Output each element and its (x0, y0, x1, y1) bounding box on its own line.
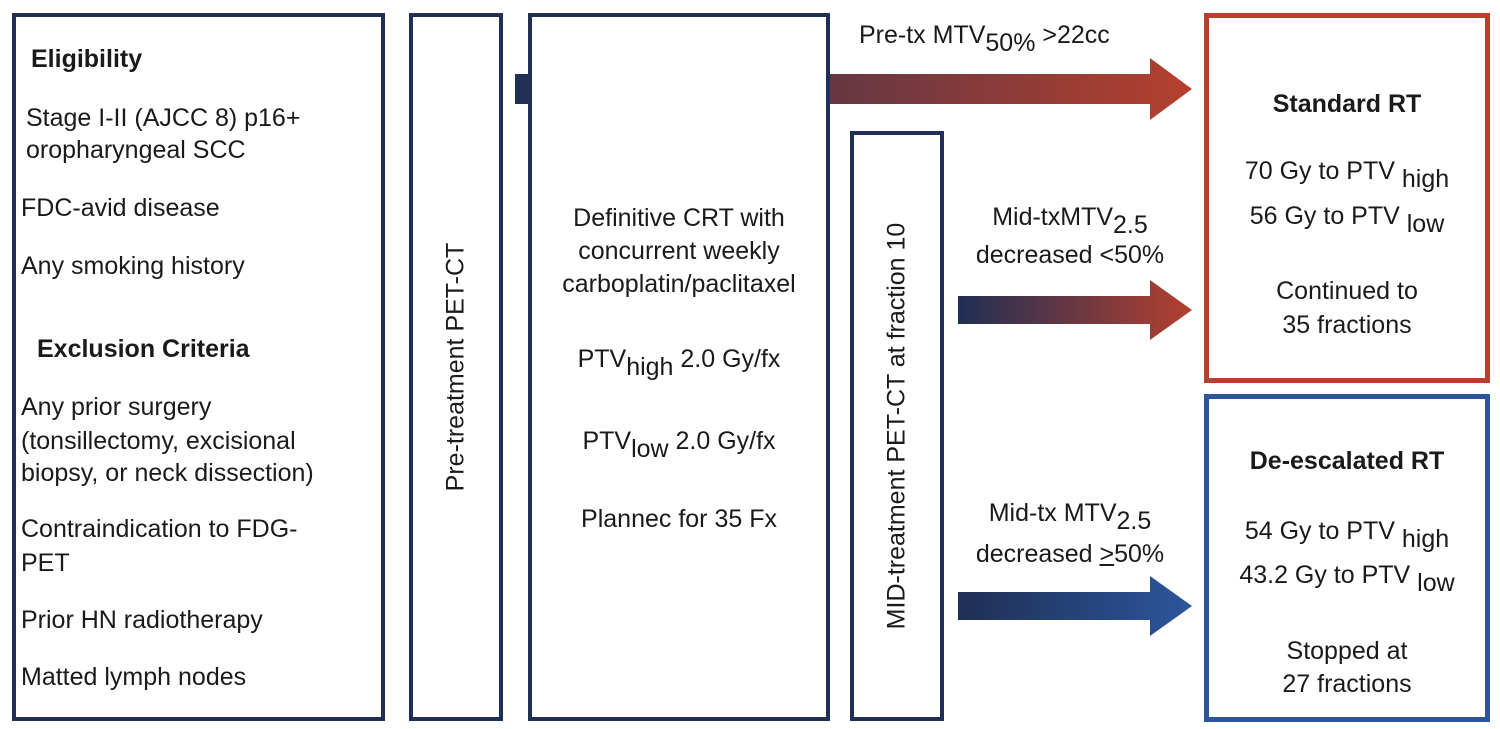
eligibility-item: oropharyngeal SCC (26, 136, 246, 164)
arrow-mid-label-line2: decreased <50% (975, 241, 1165, 269)
treatment-line: carboplatin/paclitaxel (562, 270, 796, 298)
standard-dose-low: 56 Gy to PTV low (1249, 202, 1445, 238)
arrow-top-label: Pre-tx MTV50% >22cc (859, 21, 1110, 57)
exclusion-item: biopsy, or neck dissection) (21, 459, 314, 487)
standard-dose-high: 70 Gy to PTV high (1244, 157, 1450, 193)
standard-continued: Continued to (1276, 277, 1418, 305)
treatment-line: Definitive CRT with (573, 204, 785, 232)
exclusion-item: PET (21, 549, 70, 577)
deescalated-fractions: 27 fractions (1282, 670, 1412, 698)
ptv-high-dose: PTVhigh 2.0 Gy/fx (577, 345, 781, 381)
eligibility-item: Stage I-II (AJCC 8) p16+ (26, 104, 301, 132)
deescalated-stopped: Stopped at (1286, 637, 1408, 665)
arrow-mid (958, 280, 1192, 340)
exclusion-item: Any prior surgery (21, 393, 212, 421)
exclusion-item: Matted lymph nodes (21, 663, 247, 691)
exclusion-heading: Exclusion Criteria (37, 335, 250, 363)
deescalated-rt-box (1204, 394, 1490, 722)
mid-treatment-box (850, 131, 944, 721)
exclusion-item: Contraindication to FDG- (21, 515, 298, 543)
criteria-box (12, 13, 385, 721)
eligibility-item: FDC-avid disease (21, 194, 220, 222)
arrow-bottom-label: Mid-tx MTV2.5 (988, 499, 1152, 535)
eligibility-item: Any smoking history (21, 252, 245, 280)
mid-treatment-label: MID-treatment PET-CT at fraction 10 (882, 222, 911, 630)
arrow-top (515, 58, 1192, 120)
standard-fractions: 35 fractions (1282, 311, 1412, 339)
treatment-box (528, 13, 830, 721)
exclusion-item: Prior HN radiotherapy (21, 606, 263, 634)
arrow-bottom-label-line2: decreased >50% (975, 540, 1165, 568)
exclusion-item: (tonsillectomy, excisional (21, 427, 296, 455)
deescalated-dose-high: 54 Gy to PTV high (1244, 517, 1450, 553)
standard-rt-heading: Standard RT (1272, 90, 1422, 118)
arrow-bottom (958, 576, 1192, 636)
deescalated-rt-heading: De-escalated RT (1249, 447, 1445, 475)
arrow-mid-label: Mid-txMTV2.5 (992, 203, 1148, 239)
ptv-low-dose: PTVlow 2.0 Gy/fx (582, 427, 776, 463)
standard-rt-box (1204, 13, 1490, 383)
treatment-line: concurrent weekly (578, 237, 780, 265)
deescalated-dose-low: 43.2 Gy to PTV low (1239, 561, 1455, 597)
pre-treatment-box (409, 13, 503, 721)
eligibility-heading: Eligibility (31, 45, 143, 73)
pre-treatment-label: Pre-treatment PET-CT (441, 242, 470, 492)
planned-fractions: Plannec for 35 Fx (581, 505, 777, 533)
